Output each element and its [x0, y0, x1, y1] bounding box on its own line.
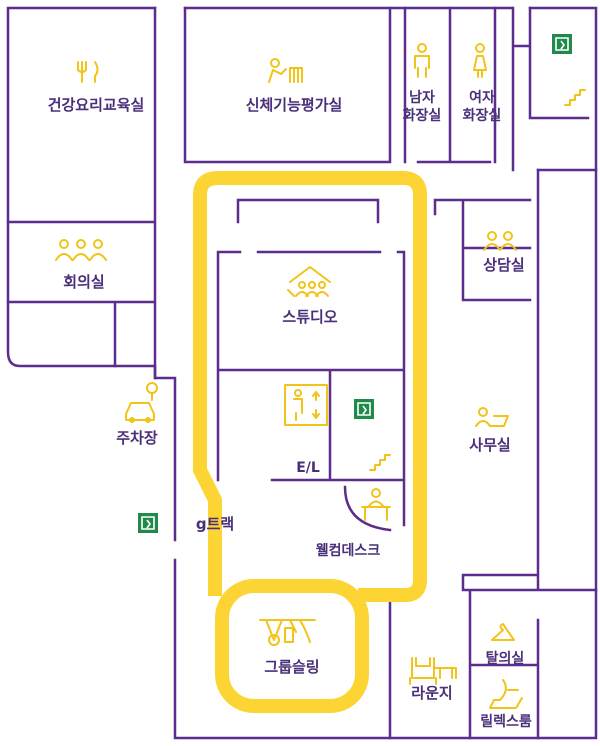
emergency-exit-icon	[354, 399, 374, 419]
massage-chair-icon	[489, 679, 523, 709]
fitness-room-label: 신체기능평가실	[246, 96, 343, 114]
office-label: 사무실	[469, 436, 510, 454]
hanger-icon	[491, 623, 515, 641]
fork-knife-icon	[77, 61, 99, 83]
sling-exercise-icon	[259, 619, 316, 646]
studio-label: 스튜디오	[282, 308, 337, 326]
reception-desk-icon	[361, 488, 391, 521]
stairs-icon	[369, 454, 391, 471]
woman-icon	[473, 43, 487, 78]
fitness-assessment-icon	[268, 58, 303, 83]
women-restroom-label-line1: 여자	[469, 89, 495, 106]
person-laptop-icon	[475, 407, 509, 427]
lounge-label: 라운지	[411, 684, 452, 702]
women-restroom-label-line2: 화장실	[463, 107, 502, 124]
man-icon	[414, 43, 430, 78]
elevator-label: E/L	[296, 460, 320, 476]
cooking-room-label: 건강요리교육실	[48, 96, 145, 114]
group-sling-track	[215, 579, 369, 713]
welcome-desk-label: 웰컴데스크	[316, 543, 381, 559]
two-people-icon	[483, 231, 517, 251]
men-restroom-label-line2: 화장실	[403, 107, 442, 124]
g-track-label: g트랙	[196, 515, 234, 533]
elevator-icon	[284, 384, 328, 426]
group-sling-label: 그룹슬링	[264, 658, 319, 676]
car-location-icon	[125, 382, 158, 423]
parking-label: 주차장	[116, 429, 158, 447]
emergency-exit-icon	[552, 34, 572, 54]
relax-room-label: 릴렉스룸	[480, 713, 532, 730]
counseling-room-label: 상담실	[483, 256, 524, 274]
men-restroom-label-line1: 남자	[409, 89, 435, 106]
people-group-icon	[55, 239, 107, 261]
walls	[6, 6, 598, 740]
emergency-exit-icon	[138, 513, 158, 533]
changing-room-label: 탈의실	[486, 650, 525, 667]
meeting-room-label: 회의실	[63, 273, 104, 291]
stairs-icon	[564, 89, 586, 106]
studio-group-icon	[287, 266, 331, 297]
g-track	[193, 171, 427, 602]
sofa-icon	[409, 657, 457, 685]
